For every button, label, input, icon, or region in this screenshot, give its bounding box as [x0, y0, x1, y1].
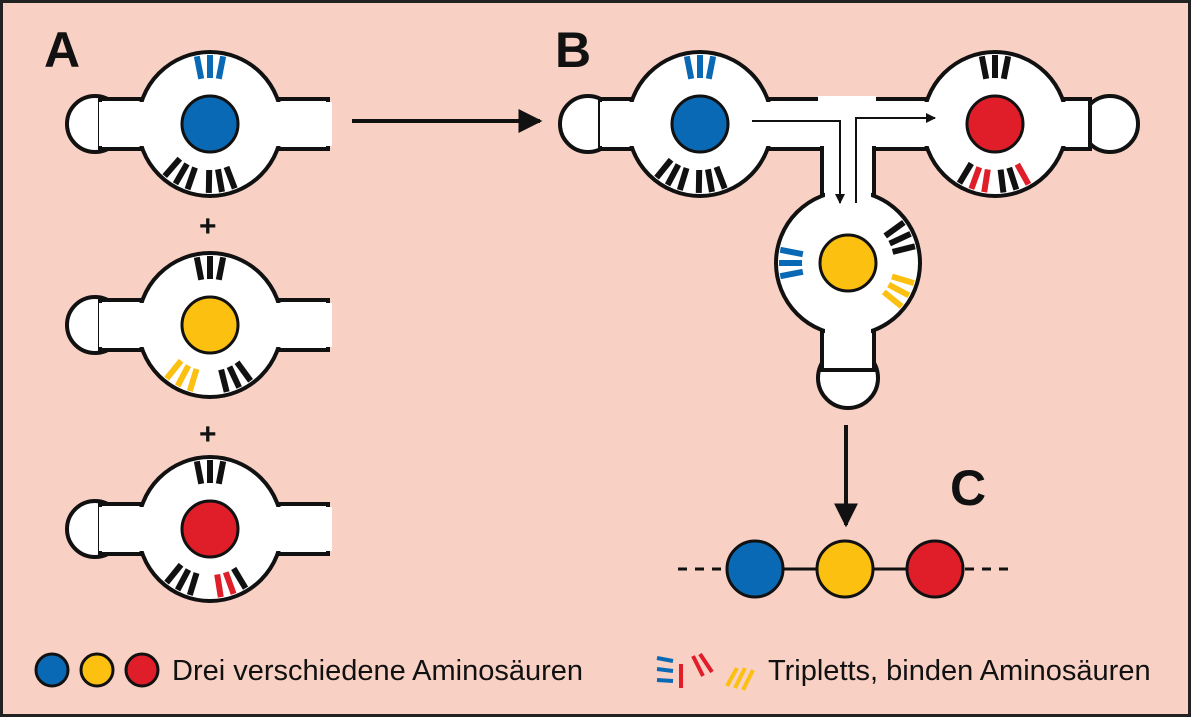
triplet-2-stroke-1 — [186, 572, 200, 596]
triplet-b2-b-stroke-2 — [1006, 166, 1020, 191]
legend — [34, 652, 755, 691]
legend-triplet-red-2 — [691, 655, 705, 677]
amino-acid-red — [180, 499, 240, 559]
legend-triplets-text: Tripletts, binden Aminosäuren — [768, 655, 1151, 687]
legend-triplet-blue-3 — [656, 678, 674, 683]
panel-label-c: C — [950, 460, 986, 516]
legend-amino-acid-yellow — [79, 652, 115, 688]
triplet-2-stroke-1 — [223, 165, 238, 190]
triplet-b1-b-stroke-2 — [664, 163, 682, 187]
triplet-1-stroke-3 — [215, 460, 227, 485]
triplet-3-stroke-3 — [214, 573, 224, 598]
triplet-3-stroke-3 — [162, 156, 183, 179]
plus-sign-1: + — [199, 210, 217, 243]
triplet-b1-a-stroke-1 — [713, 165, 728, 190]
triplet-b2-top-stroke-3 — [1000, 55, 1012, 80]
legend-triplet-yellow-2 — [733, 667, 747, 689]
seam-right — [250, 507, 332, 551]
triplet-b3-right-stroke-1 — [883, 220, 906, 239]
triplet-b3-right-stroke-3 — [891, 243, 916, 255]
chain-amino-acid-red — [905, 539, 965, 599]
seam-left — [99, 303, 169, 347]
triplet-1-stroke-1 — [193, 256, 205, 281]
triplet-1-stroke-3 — [215, 55, 227, 80]
triplet-b1-top-stroke-3 — [705, 55, 717, 80]
arrows — [352, 109, 936, 528]
molecule-shapes — [65, 50, 1140, 603]
triplet-b2-top-stroke-1 — [978, 55, 990, 80]
gap-top — [818, 96, 876, 104]
panel-label-a: A — [44, 22, 80, 78]
triplet-3-stroke-2 — [172, 162, 190, 186]
ribosome-complex — [558, 50, 1140, 410]
trna-molecule-a3 — [65, 455, 332, 603]
triplet-b1-b-stroke-3 — [654, 157, 674, 180]
trna-molecule-a2 — [65, 251, 332, 399]
triplet-2-stroke-3 — [164, 358, 184, 381]
triplet-b2-b-stroke-1 — [1014, 162, 1032, 186]
triplet-b3-left-stroke-1 — [779, 268, 804, 280]
seam-left — [99, 102, 169, 146]
triplet-3-stroke-1 — [231, 566, 249, 590]
seam-bottom — [825, 322, 871, 362]
legend-triplet-yellow-1 — [725, 667, 739, 687]
triplet-b3-left-stroke-3 — [779, 246, 804, 258]
seam-right — [250, 102, 332, 146]
arrow-path-right — [855, 113, 936, 203]
legend-amino-acid-blue — [34, 652, 70, 688]
triplet-1-stroke-1 — [193, 460, 205, 485]
triplet-3-stroke-3 — [218, 368, 230, 393]
triplet-b3-yellow-stroke-1 — [891, 273, 915, 287]
triplet-2-stroke-2 — [174, 568, 192, 592]
triplet-1-stroke-1 — [193, 55, 205, 80]
seam-mid — [825, 140, 871, 200]
triplet-b2-a-stroke-1 — [981, 168, 991, 193]
triplet-2-stroke-2 — [215, 168, 225, 193]
triplet-b3-right-stroke-2 — [888, 231, 912, 247]
triplet-b2-a-stroke-2 — [968, 166, 983, 190]
seam-right — [250, 303, 332, 347]
plus-sign-2: + — [199, 418, 217, 451]
triplet-b1-top-stroke-1 — [683, 55, 695, 80]
legend-triplet-blue-1 — [656, 656, 674, 663]
triplet-3-stroke-2 — [222, 571, 237, 595]
amino-acid-yellow — [818, 233, 878, 293]
arrow-path-down — [752, 120, 845, 204]
amino-acid-blue — [180, 94, 240, 154]
triplet-b2-b-stroke-3 — [997, 169, 1007, 193]
amino-acid-red — [965, 94, 1025, 154]
legend-triplet-blue-2 — [656, 667, 674, 673]
product-chain — [678, 539, 1010, 599]
panel-label-b: B — [555, 22, 591, 78]
seam-left — [99, 507, 169, 551]
triplet-b3-yellow-stroke-3 — [881, 289, 904, 309]
legend-amino-acid-red — [124, 652, 160, 688]
triplet-2-stroke-3 — [164, 562, 184, 585]
chain-amino-acid-blue — [725, 539, 785, 599]
legend-triplet-yellow-3 — [741, 669, 755, 691]
triplet-3-stroke-1 — [234, 360, 253, 383]
chain-amino-acid-yellow — [815, 539, 875, 599]
triplet-b3-yellow-stroke-2 — [887, 281, 911, 299]
trna-molecule-a1 — [65, 50, 332, 198]
legend-amino-acids-text: Drei verschiedene Aminosäuren — [172, 655, 583, 687]
triplet-1-stroke-3 — [215, 256, 227, 281]
triplet-3-stroke-1 — [184, 166, 198, 191]
triplet-b1-b-stroke-1 — [676, 167, 690, 191]
triplet-3-stroke-2 — [226, 365, 242, 389]
triplet-b2-a-stroke-3 — [956, 161, 974, 185]
amino-acid-blue — [670, 94, 730, 154]
triplet-2-stroke-2 — [174, 364, 192, 388]
amino-acid-yellow — [180, 295, 240, 355]
triplet-2-stroke-1 — [186, 368, 200, 392]
legend-triplet-red-3 — [698, 652, 714, 674]
triplet-b1-a-stroke-2 — [705, 168, 715, 193]
